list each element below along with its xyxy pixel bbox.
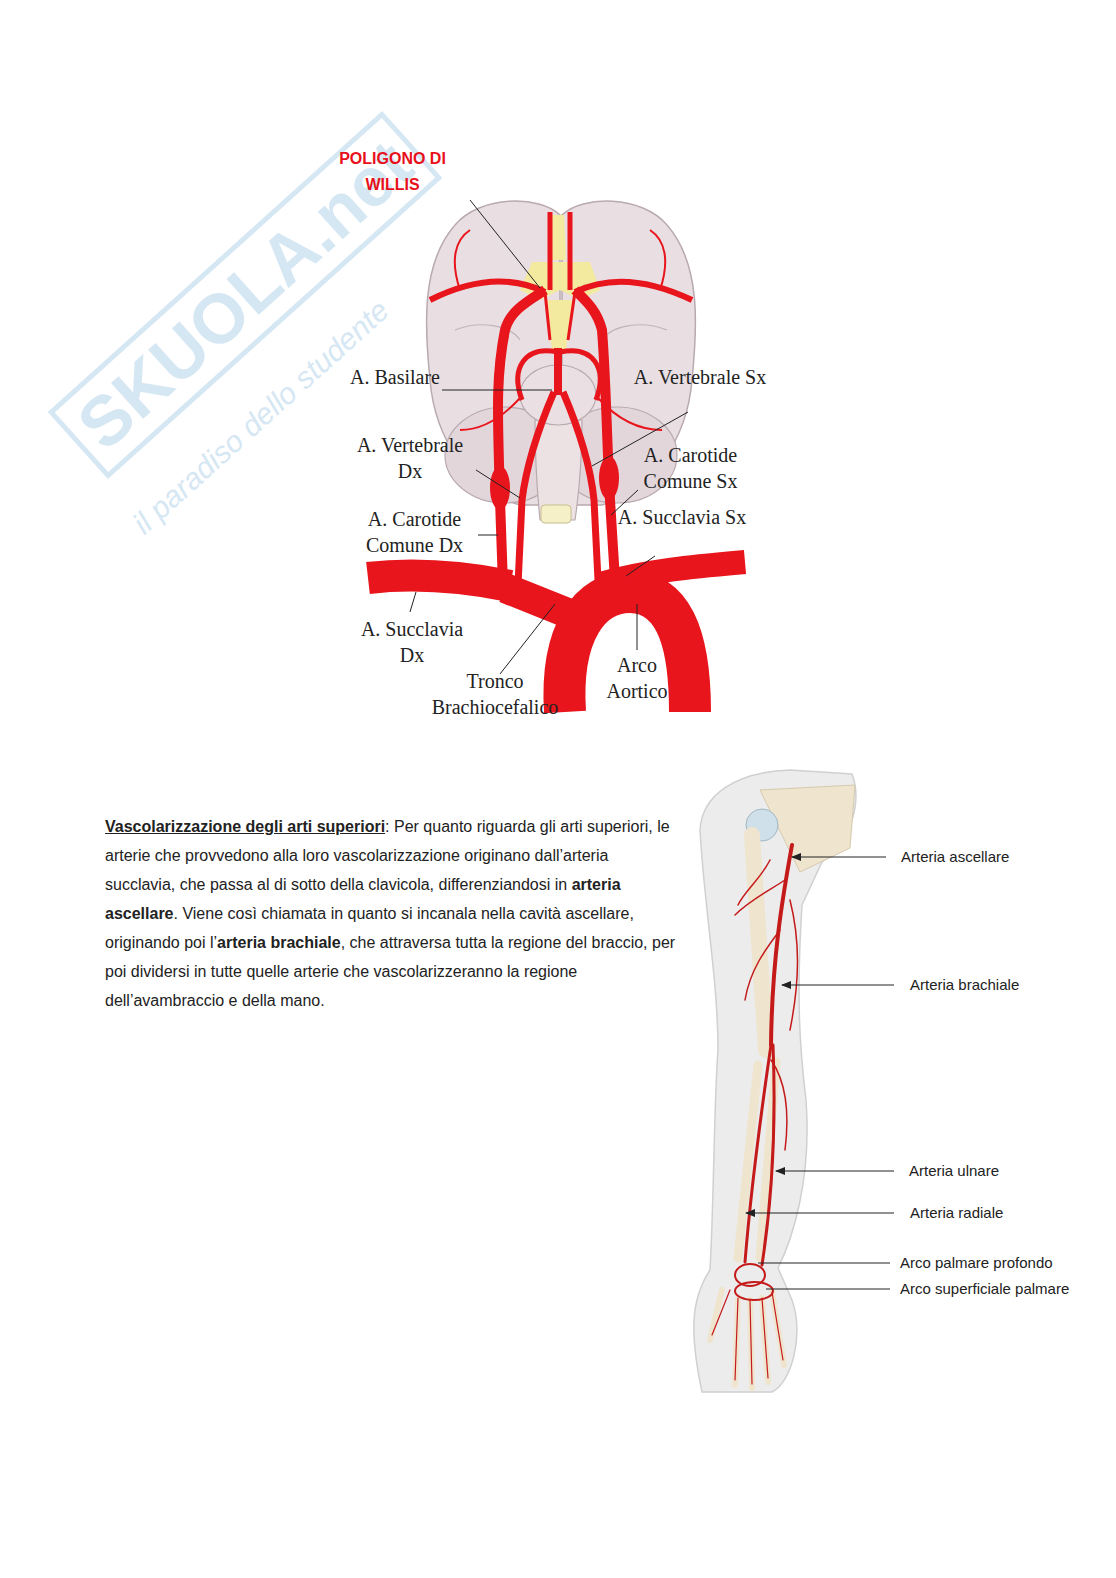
artery-label: A. Carotide Comune Sx [628, 442, 753, 494]
artery-label: Arteria brachiale [910, 975, 1019, 995]
artery-label: Arco superficiale palmare [900, 1279, 1069, 1299]
artery-label: A. Vertebrale Dx [345, 432, 475, 484]
artery-label: A. Succlavia Sx [612, 504, 752, 530]
artery-label: Arteria radiale [910, 1203, 1003, 1223]
arm-figure [694, 770, 856, 1392]
leader-arrows [746, 857, 894, 1289]
artery-label: A. Succlavia Dx [352, 616, 472, 668]
bold-term: arteria brachiale [217, 934, 341, 951]
artery-label: Arteria ascellare [901, 847, 1009, 867]
figure-title: POLIGONO DI WILLIS [330, 146, 455, 198]
section-heading: Vascolarizzazione degli arti superiori [105, 818, 385, 835]
paragraph: Vascolarizzazione degli arti superiori: … [105, 812, 680, 1015]
artery-label: Arco Aortico [594, 652, 680, 704]
artery-label: A. Vertebrale Sx [625, 364, 775, 390]
artery-label: A. Carotide Comune Dx [352, 506, 477, 558]
artery-label: Arteria ulnare [909, 1161, 999, 1181]
artery-label: Arco palmare profondo [900, 1253, 1053, 1273]
artery-label: Tronco Brachiocefalico [420, 668, 570, 720]
artery-label: A. Basilare [350, 364, 440, 390]
